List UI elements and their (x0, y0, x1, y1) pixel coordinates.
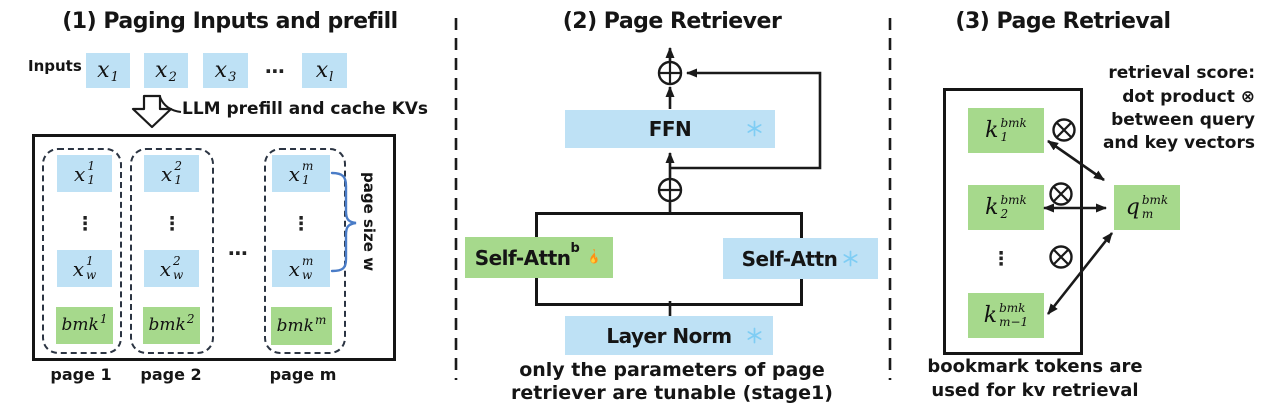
page-size-label: page size w (360, 172, 378, 272)
page1-group (42, 148, 122, 354)
panel2-caption-line1: only the parameters of page (519, 359, 825, 381)
panel1-title: (1) Paging Inputs and prefill (62, 8, 398, 34)
inputs-label: Inputs (28, 57, 82, 75)
pagem-label: page m (269, 364, 337, 384)
ffn-box: FFN (565, 110, 775, 148)
retrieval-note-line2: dot product ⊗ (1122, 87, 1255, 107)
retrieval-note-line3: between query (1111, 110, 1255, 130)
bookmark-keys-container (943, 88, 1083, 355)
self-attn-bookmark-box: Self-Attnb (465, 237, 613, 278)
pagem-vdots: ⋮ (291, 213, 311, 235)
ffn-label: FFN (648, 117, 692, 141)
retrieval-note-line1: retrieval score: (1108, 63, 1255, 83)
retrieval-note-line4: and key vectors (1102, 133, 1255, 153)
snowflake-icon (842, 250, 859, 267)
layernorm-box: Layer Norm (565, 316, 773, 355)
page2-group (130, 148, 214, 354)
prefill-down-arrow-icon (131, 94, 182, 129)
page1-vdots: ⋮ (75, 213, 95, 235)
flame-icon (584, 248, 603, 267)
circle-plus-icon (657, 177, 683, 203)
prefill-label: LLM prefill and cache KVs (182, 99, 429, 119)
page2-vdots: ⋮ (162, 213, 182, 235)
keys-vdots: ⋮ (991, 248, 1011, 270)
panel3-caption-line2: used for kv retrieval (931, 379, 1139, 401)
kv-cache-container (32, 134, 396, 361)
snowflake-icon (746, 120, 763, 137)
panel3-caption-line1: bookmark tokens are (927, 355, 1143, 377)
layernorm-label: Layer Norm (606, 323, 732, 348)
panel3-title: (3) Page Retrieval (955, 8, 1171, 34)
self-attn-frozen-label: Self-Attn (741, 246, 838, 271)
page1-label: page 1 (50, 364, 112, 384)
snowflake-icon (746, 327, 763, 344)
pages-ellipsis: ⋯ (228, 241, 248, 265)
page2-label: page 2 (140, 364, 202, 384)
self-attn-bookmark-label: Self-Attnb (474, 240, 580, 270)
panel2-title: (2) Page Retriever (562, 8, 782, 34)
input-ellipsis: ⋯ (265, 58, 285, 83)
panel2-caption-line2: retriever are tunable (stage1) (511, 382, 833, 404)
circle-plus-icon (657, 60, 683, 86)
self-attn-frozen-box: Self-Attn (723, 238, 878, 279)
